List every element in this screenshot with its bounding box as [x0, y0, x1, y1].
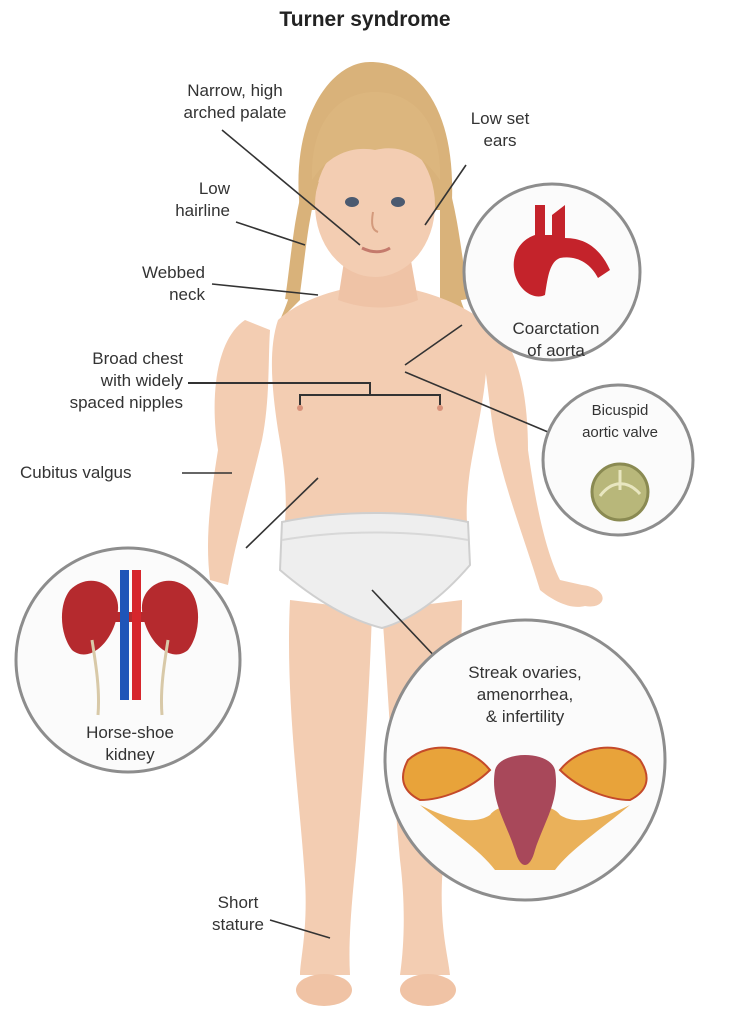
right-foot	[400, 974, 456, 1006]
left-leg	[289, 600, 372, 975]
label-neck: Webbed neck	[95, 262, 205, 306]
left-arm	[208, 320, 270, 585]
label-kidney: Horse-shoe kidney	[60, 722, 200, 766]
label-palate: Narrow, high arched palate	[150, 80, 320, 124]
label-ears: Low set ears	[440, 108, 560, 152]
right-eye	[391, 197, 405, 207]
label-hairline: Low hairline	[120, 178, 230, 222]
label-valve: Bicuspid aortic valve	[560, 400, 680, 444]
left-foot	[296, 974, 352, 1006]
label-chest: Broad chest with widely spaced nipples	[15, 348, 183, 414]
label-aorta: Coarctation of aorta	[492, 318, 620, 362]
label-stature: Short stature	[190, 892, 286, 936]
label-ovaries: Streak ovaries, amenorrhea, & infertilit…	[435, 662, 615, 728]
left-eye	[345, 197, 359, 207]
torso	[272, 288, 487, 530]
label-cubitus: Cubitus valgus	[20, 462, 180, 484]
